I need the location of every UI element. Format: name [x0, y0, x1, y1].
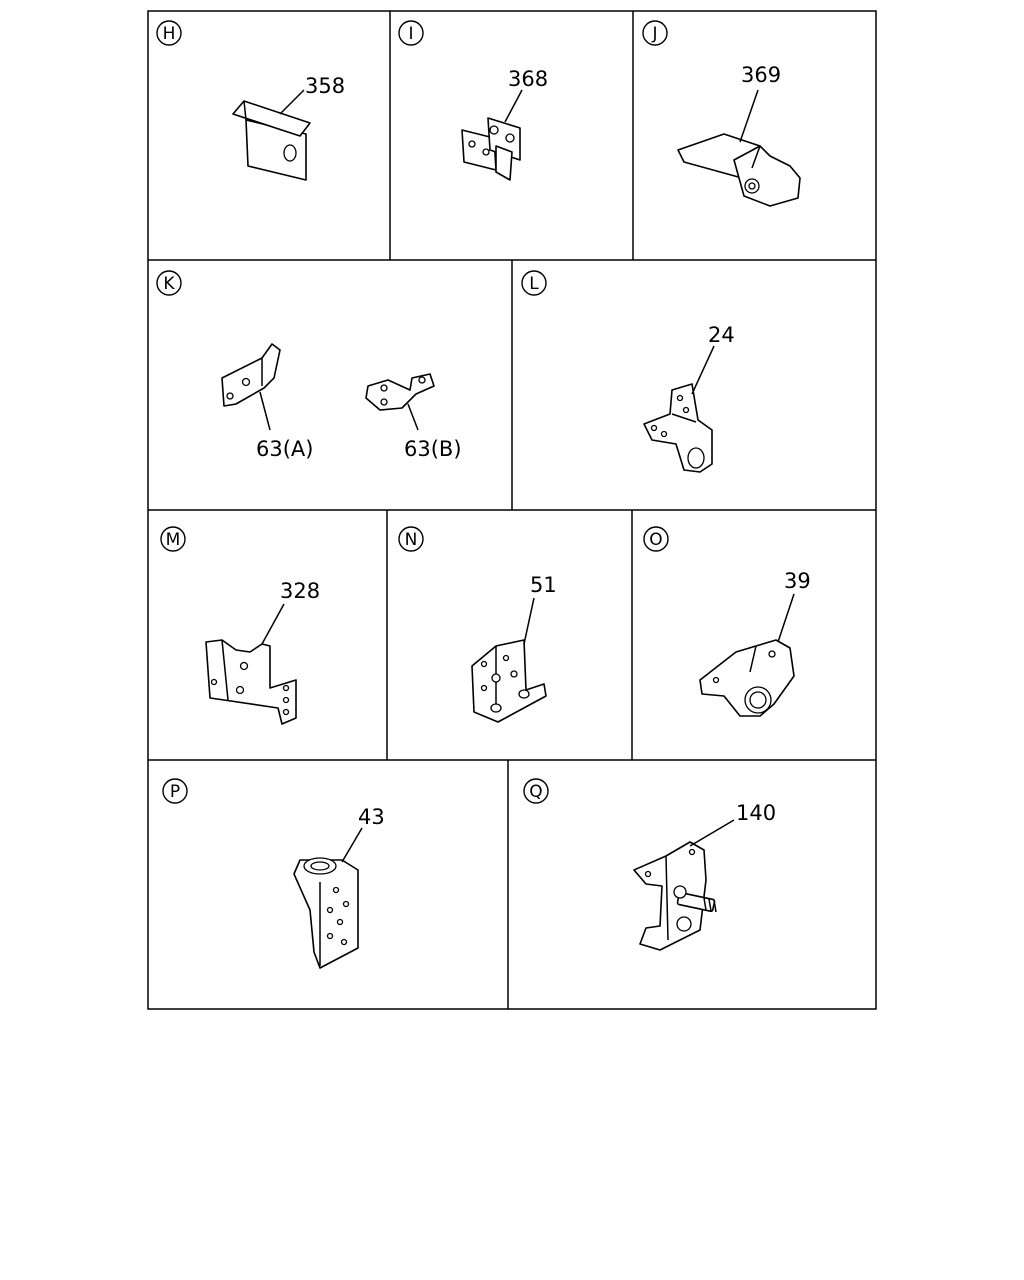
- panel-p: P 43: [162, 778, 385, 969]
- part-51-leader: [523, 597, 535, 645]
- panel-h-letter: H: [163, 24, 176, 44]
- panel-m: M 328: [160, 526, 320, 725]
- panel-h-badge: H: [156, 20, 182, 46]
- part-24-leader: [691, 345, 715, 395]
- panel-p-letter: P: [170, 782, 180, 802]
- part-39-label: 39: [784, 569, 811, 593]
- part-369-drawing: [677, 133, 801, 207]
- part-140-leader: [689, 819, 735, 847]
- panel-n: N 51: [398, 526, 557, 723]
- panel-j-letter: J: [651, 24, 657, 44]
- part-328-leader: [261, 603, 285, 645]
- part-63b-drawing: [365, 373, 435, 411]
- part-43-drawing: [293, 857, 359, 969]
- part-368-drawing: [461, 117, 521, 181]
- part-369-label: 369: [741, 63, 781, 87]
- part-368-leader: [504, 89, 523, 123]
- panel-q-badge: Q: [523, 778, 549, 804]
- panel-o-badge: O: [643, 526, 669, 552]
- panel-q-letter: Q: [529, 782, 542, 802]
- panel-grid: [147, 10, 877, 1010]
- part-63a-drawing: [221, 343, 281, 407]
- panel-i: I 368: [398, 20, 548, 181]
- part-24-drawing: [643, 383, 713, 473]
- part-140-drawing: [633, 841, 717, 951]
- panel-o: O 39: [643, 526, 811, 717]
- panel-m-badge: M: [160, 526, 186, 552]
- part-63b-label: 63(B): [404, 437, 462, 461]
- part-39-leader: [777, 593, 795, 643]
- panel-k-letter: K: [163, 274, 175, 294]
- panel-j: J 369: [642, 20, 801, 207]
- panel-k-badge: K: [156, 270, 182, 296]
- panel-i-badge: I: [398, 20, 424, 46]
- panel-j-badge: J: [642, 20, 668, 46]
- part-43-label: 43: [358, 805, 385, 829]
- panel-k: K 63(A) 63(B): [156, 270, 462, 461]
- panel-l-letter: L: [529, 274, 539, 294]
- panel-l: L 24: [521, 270, 735, 473]
- panel-m-letter: M: [166, 530, 181, 550]
- part-24-label: 24: [708, 323, 735, 347]
- part-43-leader: [341, 827, 363, 863]
- panel-i-letter: I: [408, 24, 413, 44]
- part-63a-label: 63(A): [256, 437, 313, 461]
- panel-n-badge: N: [398, 526, 424, 552]
- part-328-drawing: [205, 639, 297, 725]
- part-368-label: 368: [508, 67, 548, 91]
- panel-n-letter: N: [405, 530, 418, 550]
- part-369-leader: [739, 89, 759, 143]
- part-63b-leader: [407, 403, 419, 431]
- part-39-drawing: [699, 639, 795, 717]
- part-51-drawing: [471, 639, 547, 723]
- panel-o-letter: O: [649, 530, 662, 550]
- part-358-label: 358: [305, 74, 345, 98]
- part-328-label: 328: [280, 579, 320, 603]
- part-358-leader: [279, 89, 305, 115]
- panel-q: Q 140: [523, 778, 776, 951]
- panel-h: H 358: [156, 20, 345, 181]
- part-140-label: 140: [736, 801, 776, 825]
- panel-l-badge: L: [521, 270, 547, 296]
- part-358-drawing: [232, 100, 311, 181]
- part-51-label: 51: [530, 573, 557, 597]
- panel-p-badge: P: [162, 778, 188, 804]
- part-63a-leader: [259, 391, 271, 431]
